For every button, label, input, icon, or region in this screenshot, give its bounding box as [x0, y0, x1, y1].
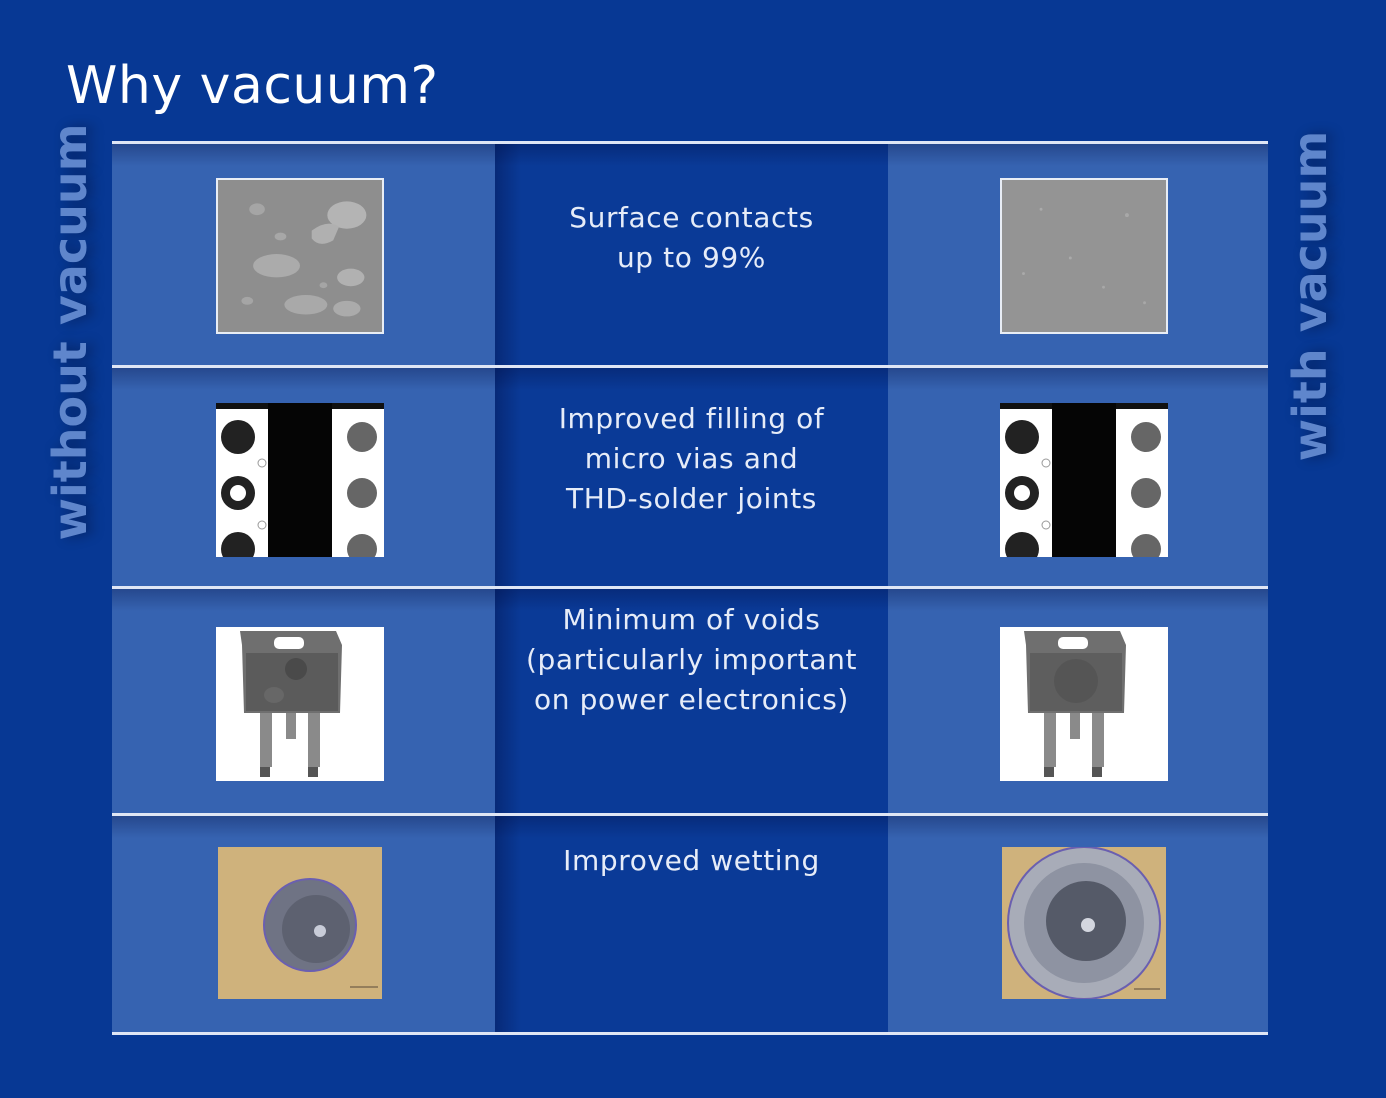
caption-line: micro vias and: [584, 442, 799, 475]
micro-via-without-vacuum-image: [216, 403, 384, 557]
row-caption: Improved wetting: [495, 841, 888, 881]
caption-line: up to 99%: [616, 241, 767, 274]
power-component-without-vacuum-image: [216, 627, 384, 781]
without-vacuum-label: without vacuum: [43, 123, 97, 541]
surface-contact-without-vacuum-image: [216, 178, 384, 334]
row-shadow: [112, 589, 1268, 611]
comparison-table: Surface contacts up to 99%: [112, 141, 1268, 1035]
wetting-with-vacuum-image: [1002, 847, 1166, 999]
surface-contact-with-vacuum-image: [1000, 178, 1168, 334]
caption-line: Improved filling of: [558, 402, 825, 435]
caption-line: Surface contacts: [569, 201, 814, 234]
row-divider: [112, 141, 1268, 144]
row-shadow: [112, 144, 1268, 166]
row-divider: [112, 365, 1268, 368]
caption-line: on power electronics): [534, 683, 849, 716]
micro-via-with-vacuum-image: [1000, 403, 1168, 557]
row-divider: [112, 1032, 1268, 1035]
row-caption: Improved filling of micro vias and THD-s…: [495, 399, 888, 519]
caption-line: THD-solder joints: [566, 482, 817, 515]
wetting-without-vacuum-image: [218, 847, 382, 999]
row-caption: Minimum of voids (particularly important…: [495, 600, 888, 720]
power-component-with-vacuum-image: [1000, 627, 1168, 781]
row-shadow: [112, 816, 1268, 838]
caption-line: Minimum of voids: [562, 603, 821, 636]
row-shadow: [112, 368, 1268, 390]
row-caption: Surface contacts up to 99%: [495, 198, 888, 278]
page-title: Why vacuum?: [66, 56, 439, 116]
with-vacuum-label: with vacuum: [1283, 130, 1337, 462]
caption-line: Improved wetting: [563, 844, 820, 877]
row-divider: [112, 813, 1268, 816]
caption-line: (particularly important: [525, 643, 858, 676]
row-divider: [112, 586, 1268, 589]
